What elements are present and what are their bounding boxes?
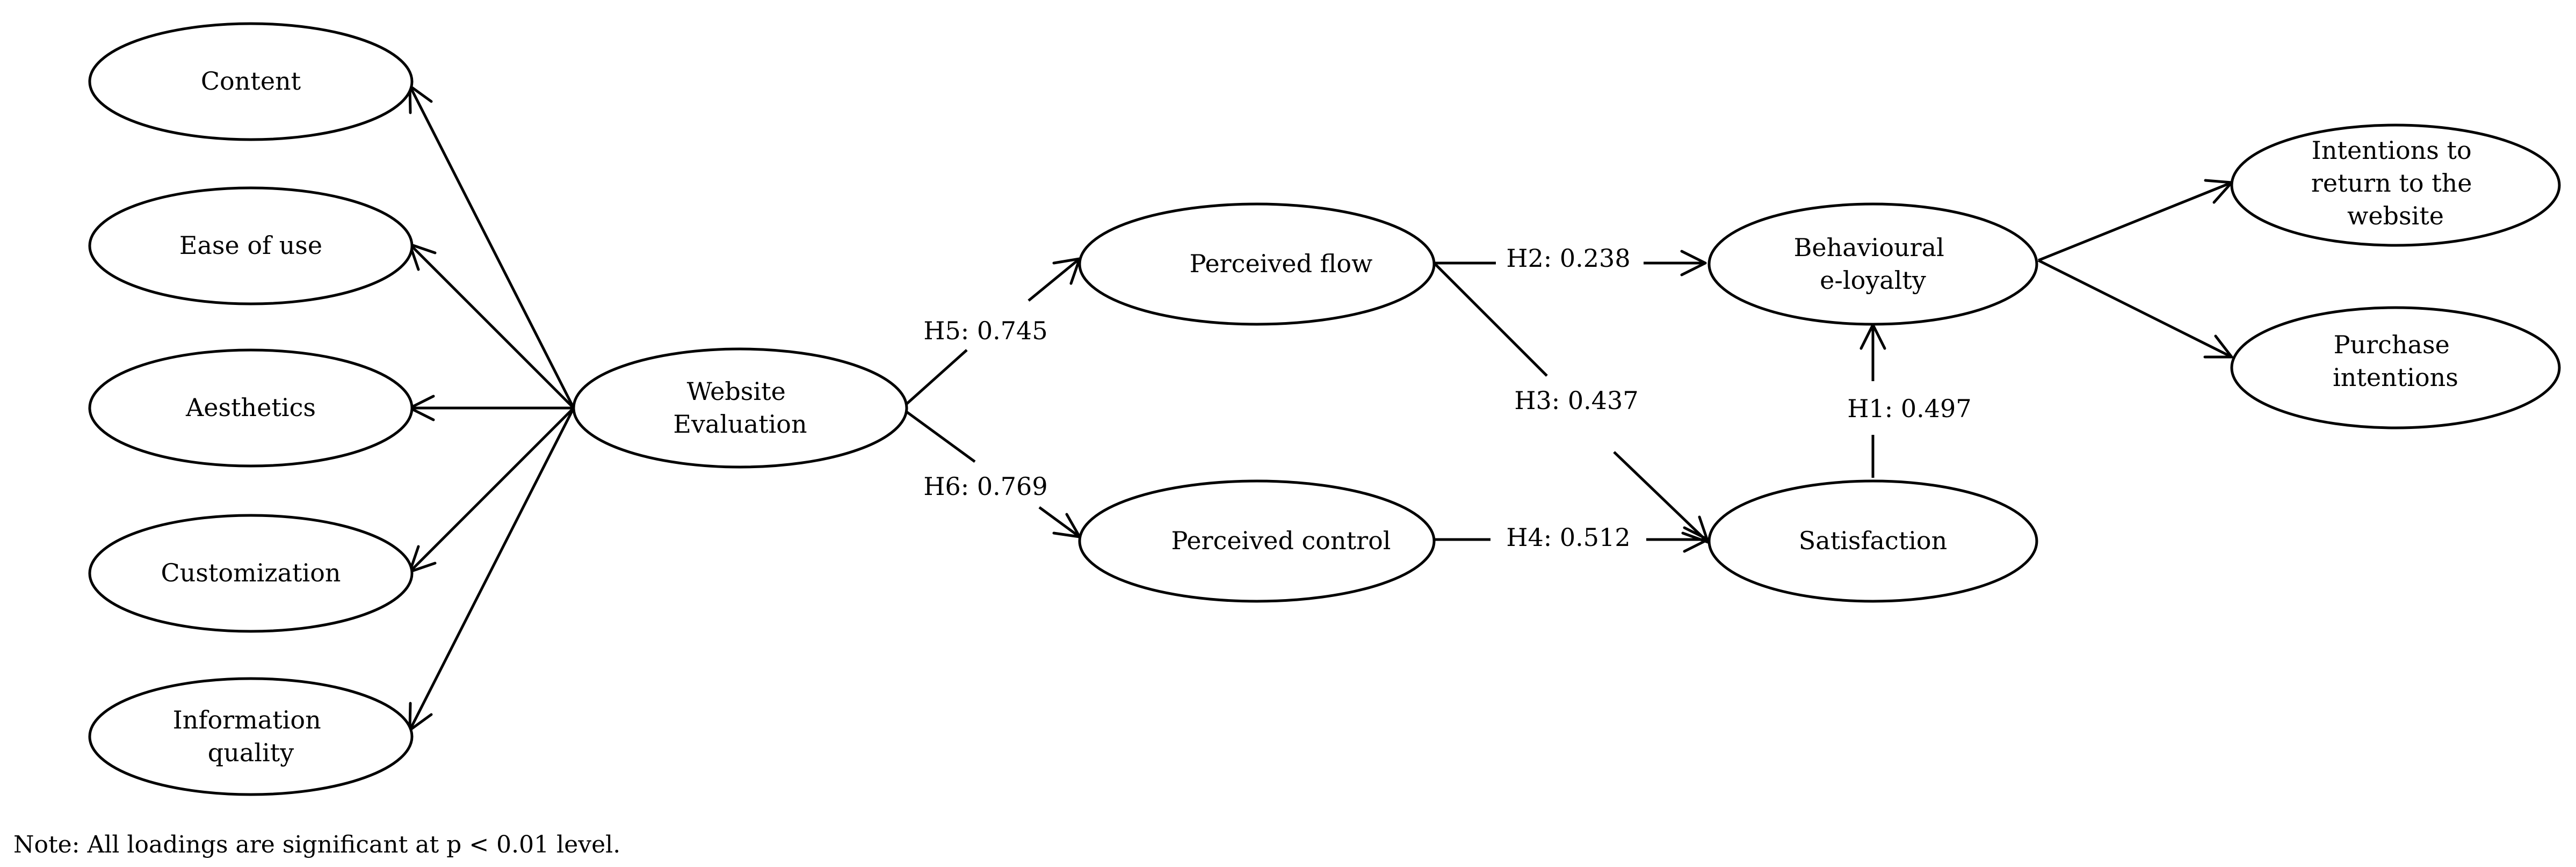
edge-website-to-content — [408, 85, 575, 409]
label-content: Content — [201, 67, 301, 96]
node-information-quality — [88, 677, 414, 796]
arrowhead-purchase-intentions — [2203, 334, 2233, 359]
label-aesthetics: Aesthetics — [185, 393, 316, 422]
label-website-evaluation-line-2: Evaluation — [673, 410, 807, 439]
path-labels: H5: 0.745 H6: 0.769 H2: 0.238 H3: 0.437 … — [923, 244, 1971, 552]
node-purchase-intentions — [2230, 306, 2561, 429]
label-information-quality: Information quality — [173, 705, 329, 767]
node-labels: Content Ease of use Aesthetics Customiza… — [161, 67, 2480, 767]
label-website-evaluation-line-1: Website — [687, 377, 786, 406]
edge-loyalty-to-purchase — [2037, 259, 2233, 359]
edge-website-to-information-quality — [408, 407, 575, 731]
label-intentions-return-line-2: return to the — [2311, 169, 2472, 198]
label-intentions-return-line-3: website — [2347, 201, 2444, 230]
node-perceived-control — [1078, 479, 1436, 603]
node-perceived-flow — [1078, 202, 1436, 326]
label-behavioural-eloyalty-line-2: e-loyalty — [1820, 266, 1926, 295]
label-information-quality-line-2: quality — [208, 738, 294, 767]
node-satisfaction — [1707, 479, 2038, 603]
path-label-h5: H5: 0.745 — [923, 316, 1047, 345]
nodes — [88, 22, 2561, 796]
label-satisfaction: Satisfaction — [1799, 526, 1947, 555]
label-purchase-intentions: Purchase intentions — [2333, 330, 2458, 392]
path-label-h3: H3: 0.437 — [1514, 386, 1638, 415]
path-label-h6: H6: 0.769 — [923, 472, 1047, 501]
label-purchase-intentions-line-2: intentions — [2333, 363, 2458, 392]
node-website-evaluation — [572, 347, 908, 469]
label-intentions-return: Intentions to return to the website — [2311, 136, 2480, 230]
path-label-h4: H4: 0.512 — [1506, 523, 1630, 552]
arrowhead-behavioural-eloyalty — [1680, 250, 1707, 276]
path-label-h2: H2: 0.238 — [1506, 244, 1630, 273]
edge-website-to-customization — [409, 407, 575, 573]
path-label-h1: H1: 0.497 — [1847, 394, 1971, 423]
edge-loyalty-to-return — [2038, 181, 2232, 262]
label-behavioural-eloyalty-line-1: Behavioural — [1794, 233, 1944, 262]
note-text: Note: All loadings are significant at p … — [13, 831, 620, 858]
label-website-evaluation: Website Evaluation — [673, 377, 807, 439]
node-ease-of-use — [88, 186, 414, 305]
edge-website-to-flow-b — [1027, 258, 1081, 302]
label-ease-of-use: Ease of use — [179, 231, 322, 260]
label-intentions-return-line-1: Intentions to — [2312, 136, 2472, 165]
label-perceived-control: Perceived control — [1171, 526, 1391, 555]
label-information-quality-line-1: Information — [173, 705, 321, 734]
edge-website-to-control-b — [1038, 506, 1081, 538]
node-customization — [88, 514, 414, 633]
edge-website-to-flow-a — [904, 349, 968, 406]
node-behavioural-eloyalty — [1707, 202, 2038, 326]
label-customization: Customization — [161, 558, 341, 587]
edge-flow-to-satisfaction-b — [1613, 451, 1709, 543]
node-content — [88, 22, 414, 141]
edge-flow-to-satisfaction-a — [1433, 262, 1548, 377]
edge-website-to-ease-of-use — [409, 243, 575, 409]
node-intentions-return — [2230, 123, 2561, 247]
label-perceived-flow: Perceived flow — [1190, 249, 1373, 278]
label-behavioural-eloyalty: Behavioural e-loyalty — [1794, 233, 1952, 295]
edge-website-to-control-a — [904, 409, 976, 463]
label-purchase-intentions-line-1: Purchase — [2334, 330, 2450, 359]
node-aesthetics — [88, 348, 414, 468]
